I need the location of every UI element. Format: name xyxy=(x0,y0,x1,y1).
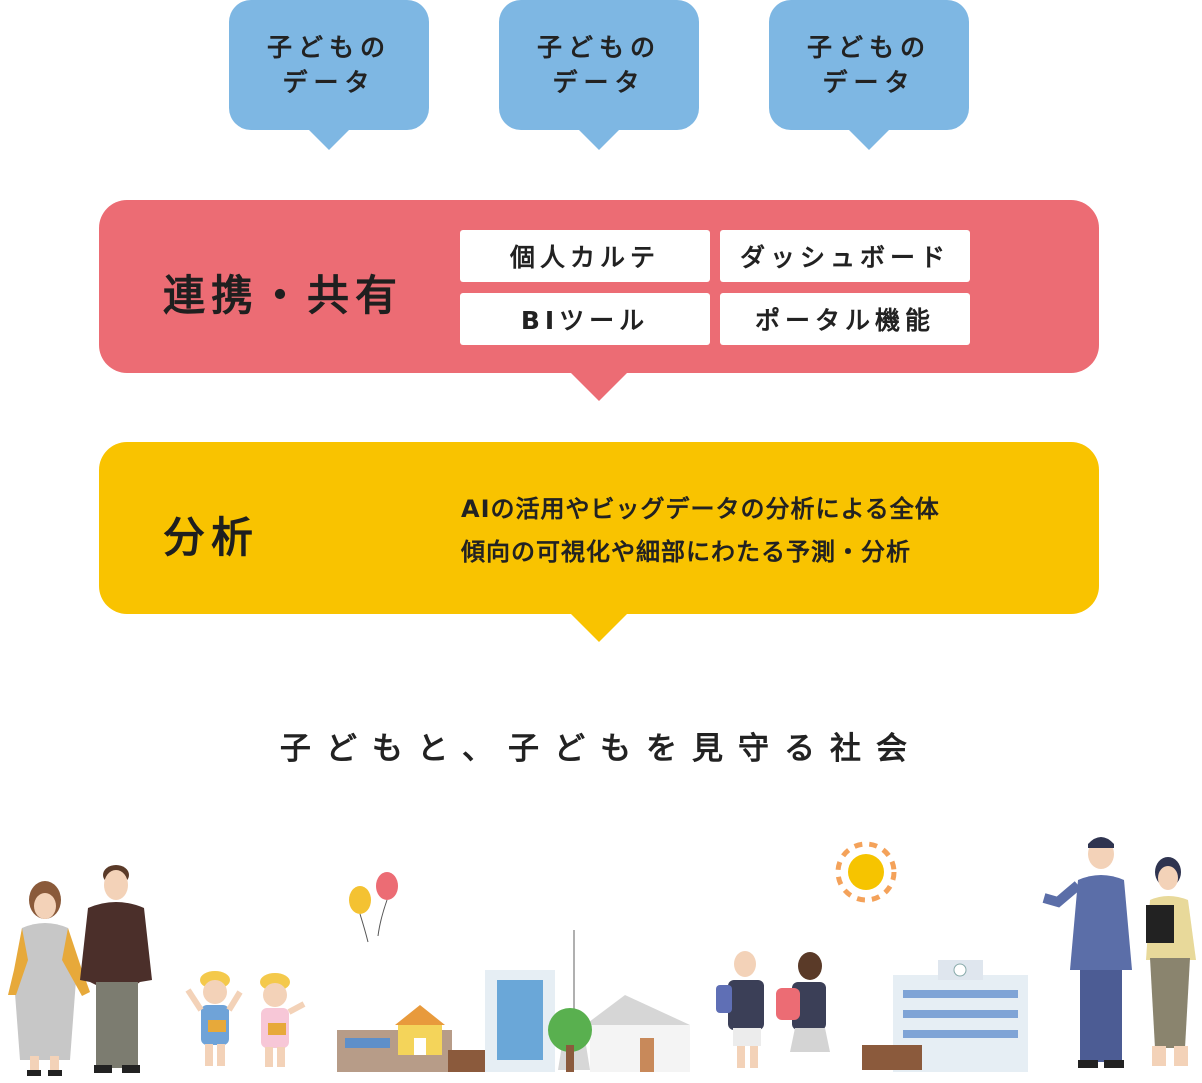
bubble-line2: データ xyxy=(552,68,646,97)
analysis-line2: 傾向の可視化や細部にわたる予測・分析 xyxy=(461,538,911,566)
community-illustration xyxy=(8,837,1196,1076)
analysis-line1: AIの活用やビッグデータの分析による全体 xyxy=(461,495,940,523)
chip-portal: ポータル機能 xyxy=(720,293,970,345)
student-boy xyxy=(716,951,764,1068)
flower-bed xyxy=(448,1050,493,1072)
tree xyxy=(548,1008,592,1072)
bubble-line1: 子どもの xyxy=(266,33,391,62)
kindergarten-building xyxy=(337,1005,452,1072)
bubble-line1: 子どもの xyxy=(806,33,931,62)
businesswoman-figure xyxy=(1146,857,1196,1066)
father-figure xyxy=(80,865,152,1073)
mother-figure xyxy=(8,881,90,1076)
analysis-panel: 分析 AIの活用やビッグデータの分析による全体 傾向の可視化や細部にわたる予測・… xyxy=(99,442,1099,642)
data-bubble-3: 子どもの データ xyxy=(769,0,969,150)
data-bubble-1: 子どもの データ xyxy=(229,0,429,150)
balloons xyxy=(349,872,398,943)
child-figure-1 xyxy=(185,971,243,1066)
data-bubble-2: 子どもの データ xyxy=(499,0,699,150)
tagline: 子どもと、子どもを見守る社会 xyxy=(279,731,923,767)
chip-dashboard: ダッシュボード xyxy=(720,230,970,282)
sun-icon xyxy=(835,841,897,903)
house xyxy=(585,995,690,1072)
analysis-title: 分析 xyxy=(163,513,260,562)
bubble-line2: データ xyxy=(822,68,916,97)
chip-personal-chart: 個人カルテ xyxy=(460,230,710,282)
school-building xyxy=(862,960,1028,1072)
businessman-figure xyxy=(1042,837,1132,1068)
share-panel: 連携・共有 個人カルテ ダッシュボード BIツール ポータル機能 xyxy=(99,200,1099,401)
bubble-line1: 子どもの xyxy=(536,33,661,62)
student-girl xyxy=(776,952,830,1052)
share-title: 連携・共有 xyxy=(163,271,404,320)
analysis-description: AIの活用やビッグデータの分析による全体 傾向の可視化や細部にわたる予測・分析 xyxy=(461,488,940,574)
chip-bi-tool: BIツール xyxy=(460,293,710,345)
bubble-line2: データ xyxy=(282,68,376,97)
child-figure-2 xyxy=(260,973,306,1067)
office-building xyxy=(485,970,555,1072)
